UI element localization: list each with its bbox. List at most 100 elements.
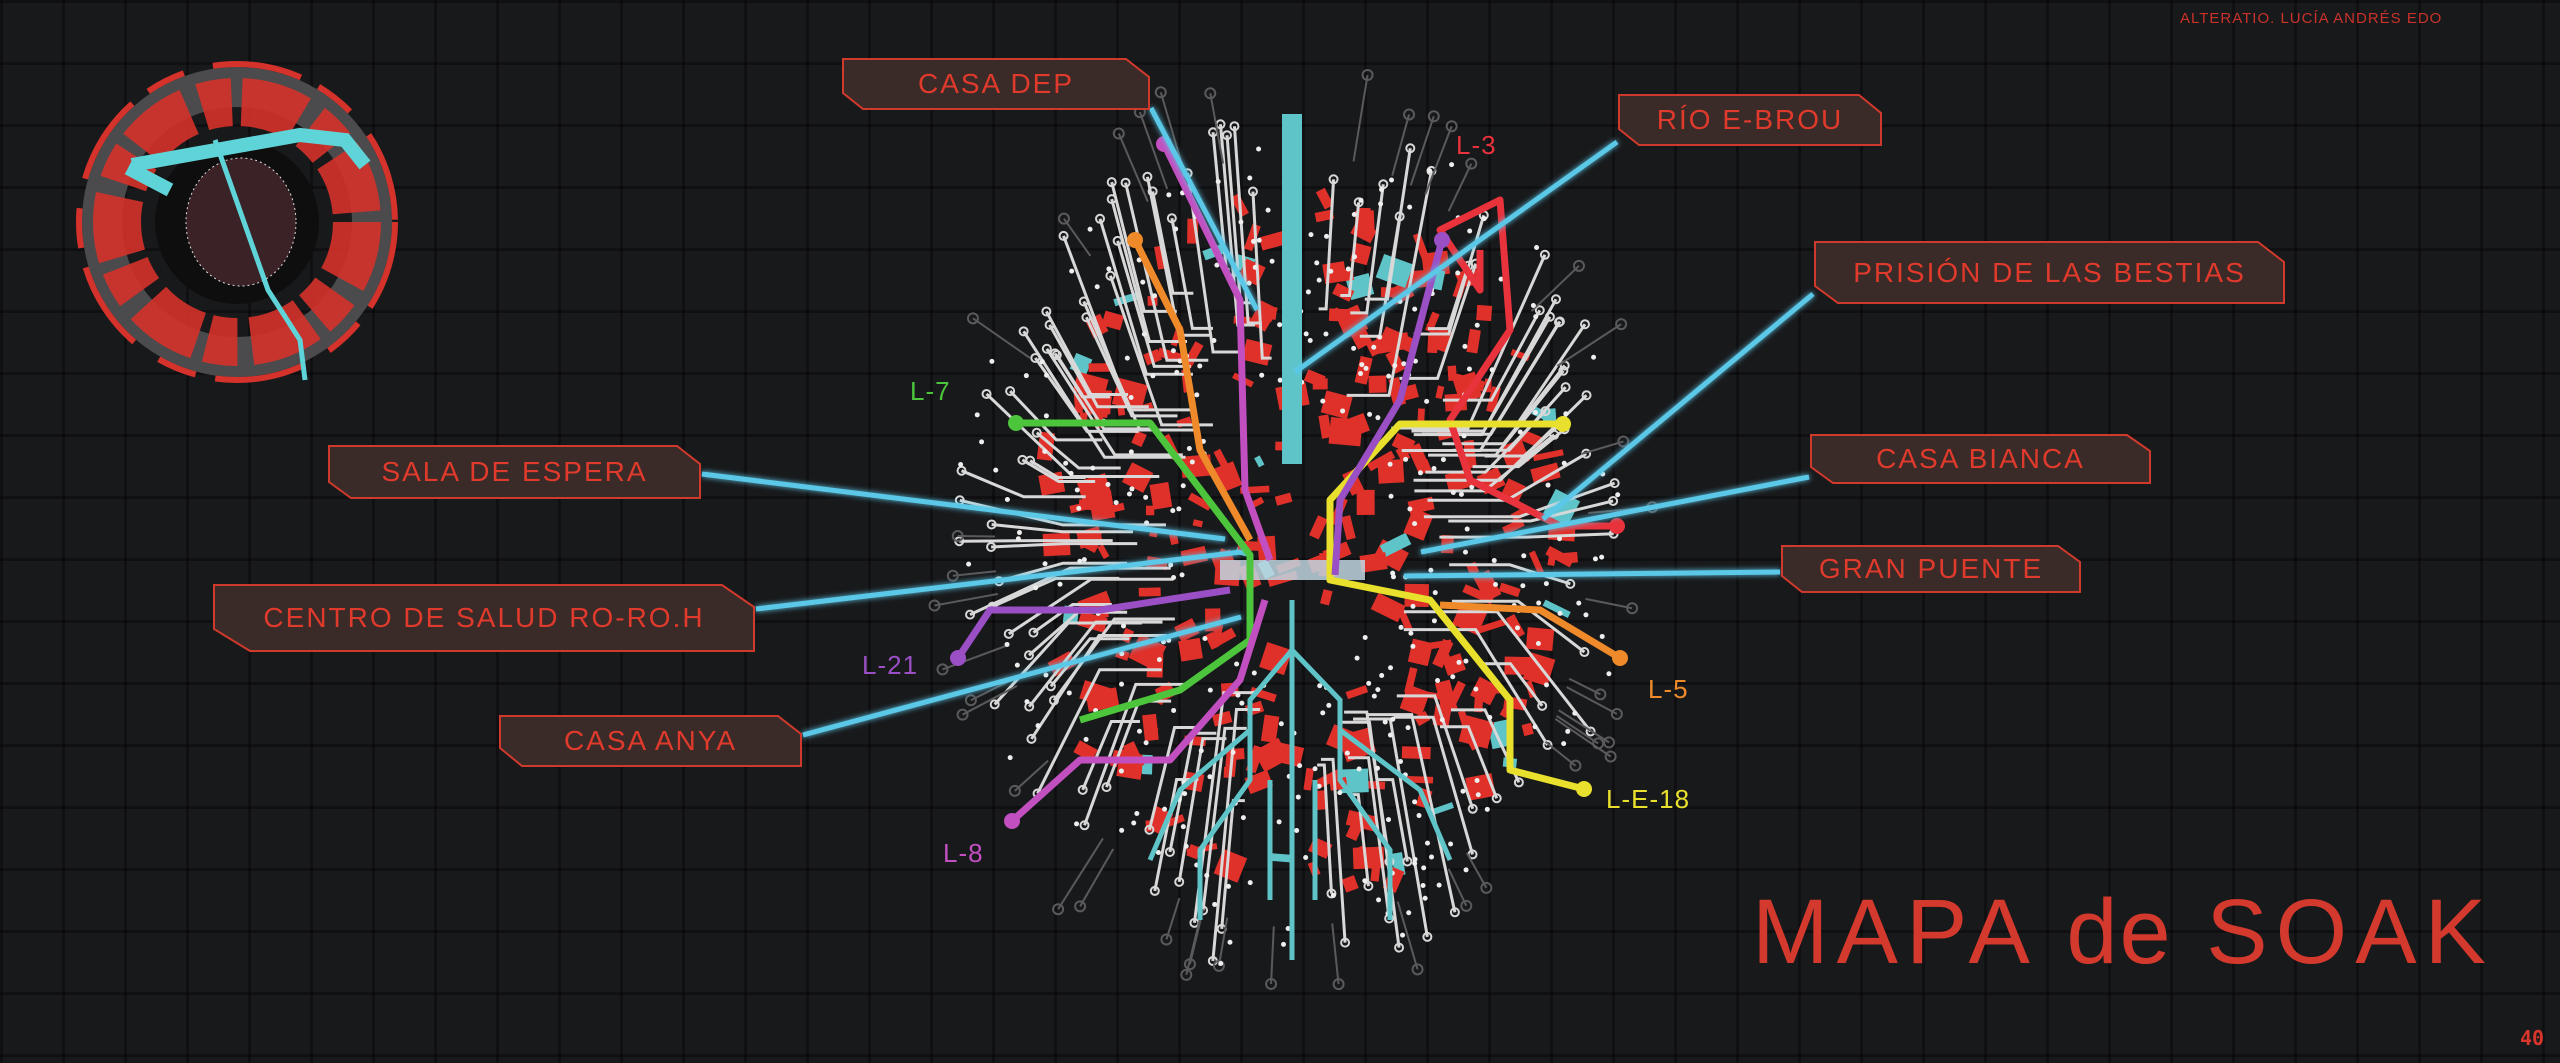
node-dot [1136, 257, 1142, 263]
circuit-trace [1442, 309, 1542, 402]
place-label-rio-e-brou[interactable]: RÍO E-BROU [1617, 93, 1883, 147]
terminal-dot-l3[interactable] [1609, 518, 1625, 534]
outer-node [1615, 318, 1628, 331]
label-frame [1618, 94, 1882, 146]
node-dot [1376, 897, 1382, 903]
node-dot [1143, 494, 1149, 500]
outer-trace [1165, 897, 1181, 940]
node-dot [1119, 681, 1125, 687]
node-dot [1024, 699, 1030, 705]
leader-lines [701, 106, 1815, 738]
node-dot [1277, 377, 1283, 383]
circuit-trace [1116, 240, 1191, 368]
place-label-casa-bianca[interactable]: CASA BIANCA [1809, 433, 2152, 485]
node-dot [1462, 343, 1468, 349]
outer-node [1212, 959, 1225, 972]
line-tag-l7: L-7 [910, 376, 951, 406]
circuit-trace [998, 561, 1128, 583]
node-dot [1390, 574, 1396, 580]
circuit-trace [1085, 316, 1178, 418]
trace-node [1467, 803, 1478, 814]
city-block [1315, 187, 1334, 210]
node-dot [1281, 941, 1287, 947]
trace-node [986, 541, 997, 552]
node-dot [1180, 824, 1186, 830]
node-dot [1119, 651, 1125, 657]
node-dot [1563, 411, 1569, 417]
city-block [1521, 722, 1534, 737]
circuit-trace [1022, 330, 1186, 459]
node-dot [1412, 306, 1418, 312]
circuit-trace [1052, 617, 1175, 702]
place-label-prision[interactable]: PRISIÓN DE LAS BESTIAS [1813, 240, 2286, 305]
node-dot [1498, 276, 1504, 282]
river-branch [1147, 728, 1252, 861]
terminal-dot-le18-south[interactable] [1576, 781, 1592, 797]
label-frame [499, 715, 802, 767]
outer-node [1603, 736, 1616, 749]
node-dot [1179, 572, 1185, 578]
label-frame [1781, 545, 2081, 593]
outer-trace [1554, 718, 1612, 758]
terminal-dot-l21[interactable] [950, 650, 966, 666]
city-block [1466, 328, 1481, 354]
node-dot [1412, 358, 1418, 364]
terminal-dot-purple-north[interactable] [1434, 232, 1450, 248]
node-dot [1460, 788, 1466, 794]
node-dot [1194, 392, 1200, 398]
place-label-gran-puente[interactable]: GRAN PUENTE [1780, 544, 2082, 594]
node-dot [1351, 345, 1357, 351]
place-label-centro-de-salud[interactable]: CENTRO DE SALUD RO-RO.H [212, 583, 756, 653]
trace-node [1031, 427, 1042, 438]
leader-casa-dep [1148, 106, 1260, 312]
circuit-trace [1396, 694, 1475, 810]
node-dot [1456, 659, 1462, 665]
trace-node [1544, 311, 1555, 322]
terminal-dot-l7[interactable] [1008, 415, 1024, 431]
node-dot [1354, 655, 1360, 661]
terminal-dot-l8[interactable] [1004, 813, 1020, 829]
label-frame [1814, 241, 2285, 304]
circuit-trace [969, 566, 1171, 617]
terminal-dot-orange-north[interactable] [1127, 232, 1143, 248]
terminal-dot-le18[interactable] [1555, 416, 1571, 432]
terminal-dot-l5[interactable] [1612, 650, 1628, 666]
node-dot [1382, 719, 1388, 725]
node-dot [1074, 821, 1080, 827]
node-dot [1090, 465, 1096, 471]
node-dot [1536, 600, 1542, 606]
node-dot [1576, 600, 1582, 606]
trace-node [1513, 777, 1524, 788]
trace-node [1581, 390, 1592, 401]
outer-node [1594, 688, 1607, 701]
trace-node [1579, 319, 1590, 330]
outer-node [966, 312, 979, 325]
city-block [1447, 365, 1457, 381]
city-block [1332, 282, 1355, 302]
node-dot [1305, 289, 1311, 295]
node-dot [1189, 459, 1195, 465]
place-label-sala-de-espera[interactable]: SALA DE ESPERA [327, 444, 702, 500]
outer-node [1460, 899, 1473, 912]
trace-node [1353, 197, 1364, 208]
circuit-trace [991, 542, 1138, 549]
city-block [1407, 638, 1434, 667]
outer-trace [1556, 323, 1622, 367]
city-block [1260, 714, 1280, 743]
outer-node [1361, 68, 1374, 81]
place-label-casa-dep[interactable]: CASA DEP [841, 57, 1151, 111]
circuit-trace [960, 469, 1086, 499]
node-dot [1215, 179, 1221, 185]
node-dot [1377, 334, 1383, 340]
trace-node [1142, 171, 1153, 182]
trace-node [1402, 856, 1413, 867]
node-dot [1532, 410, 1538, 416]
node-dot [1182, 791, 1188, 797]
overview-map-logo [76, 61, 398, 383]
place-label-casa-anya[interactable]: CASA ANYA [498, 714, 803, 768]
node-dot [1592, 556, 1598, 562]
outer-node [1074, 900, 1087, 913]
place-label-text: GRAN PUENTE [1818, 553, 2044, 584]
city-block [1211, 710, 1233, 727]
